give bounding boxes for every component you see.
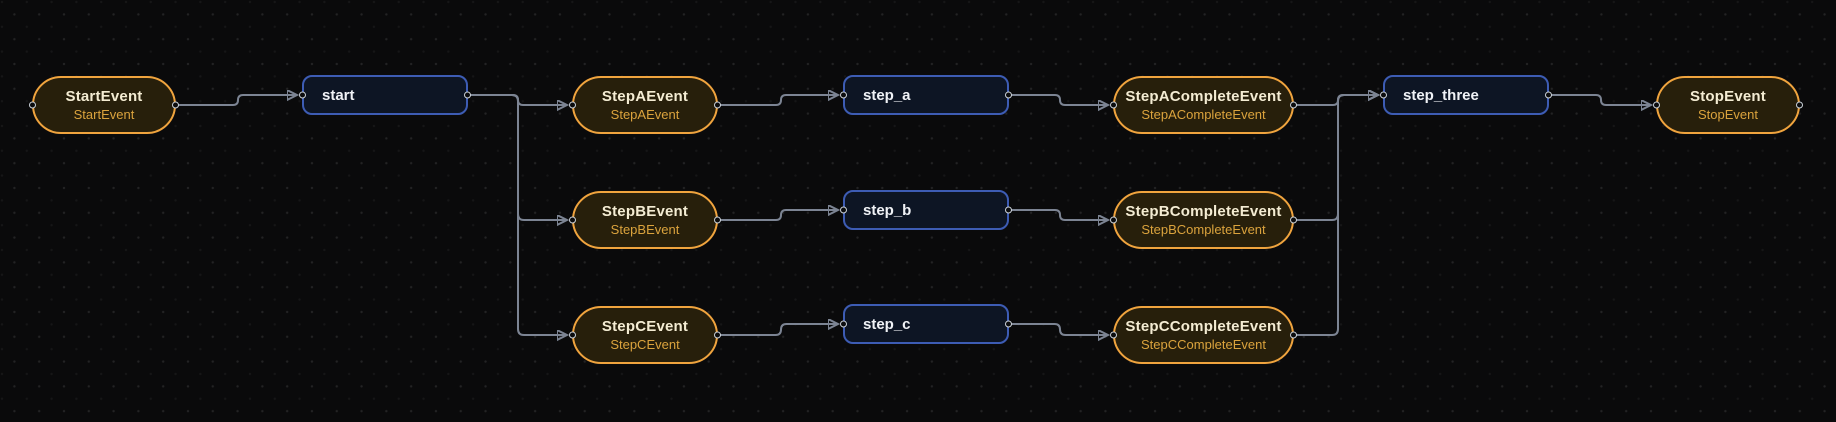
- step-node-step-b[interactable]: step_b: [840, 190, 1012, 230]
- event-node-startevent[interactable]: StartEvent StartEvent: [29, 76, 179, 134]
- output-handle[interactable]: [1005, 206, 1012, 214]
- node-subtitle: StartEvent: [73, 106, 135, 122]
- node-subtitle: StepACompleteEvent: [1141, 106, 1266, 122]
- output-handle[interactable]: [1290, 331, 1297, 339]
- node-title: StepBEvent: [601, 202, 689, 220]
- output-handle[interactable]: [1290, 101, 1297, 109]
- input-handle[interactable]: [1653, 101, 1660, 109]
- input-handle[interactable]: [840, 206, 847, 214]
- event-node-stopevent[interactable]: StopEvent StopEvent: [1653, 76, 1803, 134]
- input-handle[interactable]: [1380, 91, 1387, 99]
- output-handle[interactable]: [1005, 91, 1012, 99]
- output-handle[interactable]: [1005, 320, 1012, 328]
- output-handle[interactable]: [714, 216, 721, 224]
- input-handle[interactable]: [1110, 216, 1117, 224]
- node-title: step_a: [863, 86, 911, 104]
- node-subtitle: StepBEvent: [610, 221, 680, 237]
- input-handle[interactable]: [1110, 331, 1117, 339]
- edge-step_three-to-StopEvent[interactable]: [1551, 94, 1650, 105]
- edge-step_a-to-StepACompleteEvent[interactable]: [1011, 94, 1107, 105]
- edge-StepAEvent-to-step_a[interactable]: [720, 95, 837, 106]
- event-node-stepaevent[interactable]: StepAEvent StepAEvent: [569, 76, 721, 134]
- event-node-stepbevent[interactable]: StepBEvent StepBEvent: [569, 191, 721, 249]
- node-title: start: [322, 86, 355, 104]
- edge-StepBCompleteEvent-to-step_three[interactable]: [1296, 95, 1377, 221]
- node-subtitle: StepCCompleteEvent: [1140, 336, 1266, 352]
- input-handle[interactable]: [299, 91, 306, 99]
- output-handle[interactable]: [464, 91, 471, 99]
- output-handle[interactable]: [1545, 91, 1552, 99]
- edge-start-to-StepCEvent[interactable]: [470, 94, 566, 335]
- input-handle[interactable]: [840, 320, 847, 328]
- edge-StepBEvent-to-step_b[interactable]: [720, 210, 837, 221]
- output-handle[interactable]: [1796, 101, 1803, 109]
- node-title: step_b: [863, 201, 912, 219]
- input-handle[interactable]: [569, 101, 576, 109]
- edge-StartEvent-to-start[interactable]: [178, 95, 296, 106]
- event-node-stepacompleteevent[interactable]: StepACompleteEvent StepACompleteEvent: [1110, 76, 1297, 134]
- edge-step_b-to-StepBCompleteEvent[interactable]: [1011, 209, 1107, 220]
- node-subtitle: StepCEvent: [610, 336, 680, 352]
- input-handle[interactable]: [29, 101, 36, 109]
- step-node-start[interactable]: start: [299, 75, 471, 115]
- node-title: StepCCompleteEvent: [1125, 317, 1282, 335]
- node-title: StopEvent: [1690, 87, 1766, 105]
- node-title: step_three: [1403, 86, 1479, 104]
- node-title: StepAEvent: [601, 87, 689, 105]
- node-title: StepBCompleteEvent: [1125, 202, 1282, 220]
- output-handle[interactable]: [172, 101, 179, 109]
- step-node-step-c[interactable]: step_c: [840, 304, 1012, 344]
- node-title: StepCEvent: [601, 317, 689, 335]
- step-node-step-a[interactable]: step_a: [840, 75, 1012, 115]
- edge-StepCEvent-to-step_c[interactable]: [720, 324, 837, 336]
- node-title: step_c: [863, 315, 911, 333]
- event-node-stepccompleteevent[interactable]: StepCCompleteEvent StepCCompleteEvent: [1110, 306, 1297, 364]
- output-handle[interactable]: [1290, 216, 1297, 224]
- output-handle[interactable]: [714, 331, 721, 339]
- node-subtitle: StepAEvent: [610, 106, 680, 122]
- edge-step_c-to-StepCCompleteEvent[interactable]: [1011, 323, 1107, 335]
- input-handle[interactable]: [569, 216, 576, 224]
- node-subtitle: StepBCompleteEvent: [1141, 221, 1266, 237]
- edge-StepACompleteEvent-to-step_three[interactable]: [1296, 95, 1377, 106]
- node-subtitle: StopEvent: [1698, 106, 1758, 122]
- event-node-stepcevent[interactable]: StepCEvent StepCEvent: [569, 306, 721, 364]
- input-handle[interactable]: [1110, 101, 1117, 109]
- input-handle[interactable]: [569, 331, 576, 339]
- input-handle[interactable]: [840, 91, 847, 99]
- node-title: StartEvent: [65, 87, 143, 105]
- node-title: StepACompleteEvent: [1125, 87, 1282, 105]
- output-handle[interactable]: [714, 101, 721, 109]
- step-node-step-three[interactable]: step_three: [1380, 75, 1552, 115]
- edge-StepCCompleteEvent-to-step_three[interactable]: [1296, 95, 1377, 336]
- event-node-stepbcompleteevent[interactable]: StepBCompleteEvent StepBCompleteEvent: [1110, 191, 1297, 249]
